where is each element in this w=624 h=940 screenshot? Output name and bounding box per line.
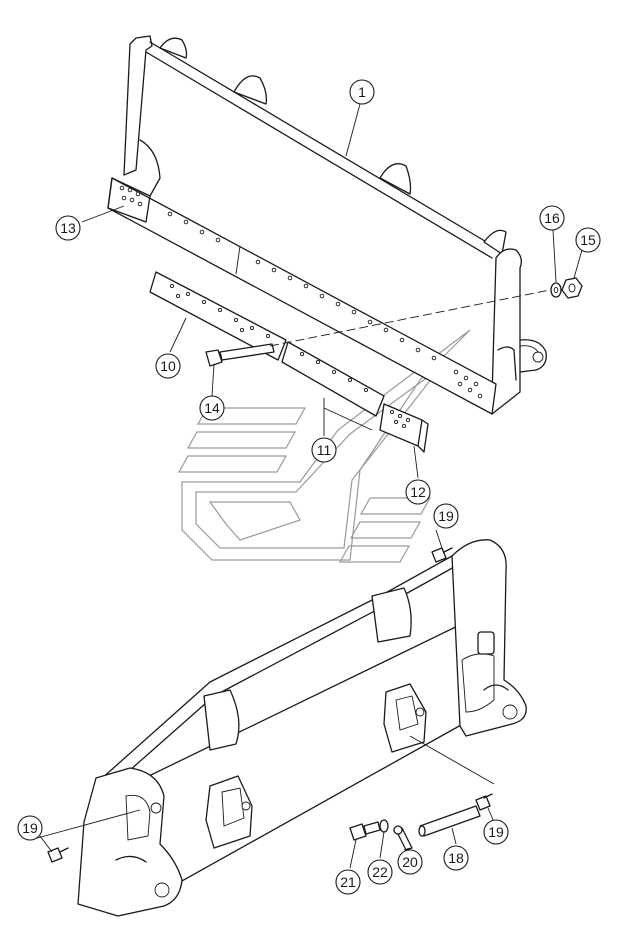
callout-12: 12 (405, 479, 431, 505)
callout-label: 1 (358, 84, 366, 100)
callout-label: 16 (544, 210, 560, 226)
callout-11: 11 (311, 437, 337, 463)
callout-1: 1 (349, 79, 375, 105)
washer-16 (550, 282, 562, 298)
callout-19-left: 19 (17, 815, 43, 841)
bolt-21 (349, 821, 381, 841)
callout-13: 13 (55, 215, 81, 241)
callout-22: 22 (367, 859, 393, 885)
bolt-14 (205, 343, 275, 367)
washer-22 (379, 819, 389, 833)
strip-holes (119, 185, 483, 399)
callout-label: 19 (438, 508, 454, 524)
nut-15 (561, 277, 583, 299)
callout-label: 22 (372, 864, 388, 880)
callout-label: 13 (60, 220, 76, 236)
callout-19-right: 19 (483, 819, 509, 845)
callout-21: 21 (335, 869, 361, 895)
grease-fitting-19-right (475, 793, 493, 811)
callout-label: 10 (160, 358, 176, 374)
callout-18: 18 (443, 845, 469, 871)
callout-label: 11 (317, 442, 332, 458)
callout-10: 10 (155, 353, 181, 379)
pin-18 (418, 805, 481, 837)
corner-bit-12 (379, 403, 429, 453)
quick-coupler-frame (77, 539, 527, 917)
callout-label: 19 (22, 820, 38, 836)
callout-label: 20 (402, 854, 418, 870)
callout-label: 12 (410, 484, 426, 500)
callout-label: 14 (204, 400, 220, 416)
callout-label: 19 (488, 824, 504, 840)
callout-16: 16 (539, 205, 565, 231)
leader-lines (29, 103, 583, 869)
cutting-edge-10 (149, 271, 287, 361)
callout-label: 21 (340, 874, 356, 890)
callout-label: 18 (448, 850, 464, 866)
assembly-line (269, 289, 551, 347)
grease-fitting-19-top (431, 547, 453, 563)
lock-pin-20 (393, 825, 413, 851)
bucket (107, 35, 547, 415)
callout-19-top: 19 (433, 503, 459, 529)
callout-label: 15 (580, 232, 596, 248)
callout-14: 14 (199, 395, 225, 421)
callout-20: 20 (397, 849, 423, 875)
callout-15: 15 (575, 227, 601, 253)
cutting-edge-11 (281, 341, 385, 417)
